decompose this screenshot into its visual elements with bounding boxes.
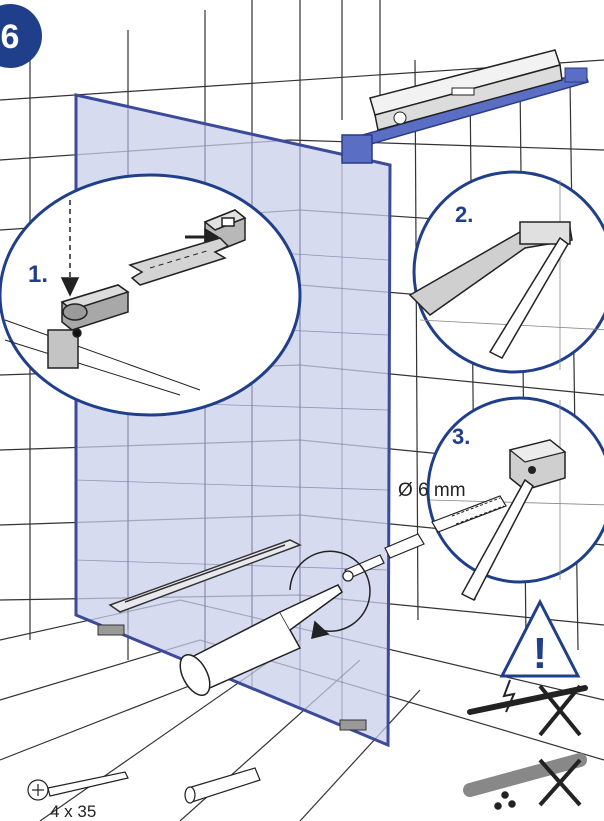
dowel-assembly <box>342 533 425 582</box>
screwdriver <box>179 550 371 696</box>
detail-1: 1. <box>0 173 302 417</box>
wall-connector <box>185 209 247 253</box>
spirit-level <box>369 49 563 131</box>
pencil-3 <box>460 478 534 602</box>
screw-icon <box>27 771 129 801</box>
step-number: 6 <box>1 18 20 56</box>
dowel-icon <box>184 767 261 804</box>
detail-2: 2. <box>408 170 604 374</box>
screw-size: 4 x 35 <box>50 802 96 821</box>
glass-clamp <box>47 200 130 369</box>
step-badge: 6 <box>0 4 42 68</box>
detail-3: 3. <box>426 396 604 602</box>
floor-bracket-left <box>97 624 125 636</box>
warning-symbol: ! <box>533 629 548 678</box>
detail-2-label: 2. <box>455 202 473 227</box>
stabilizer-bar <box>341 67 589 164</box>
bar-section <box>128 237 230 286</box>
no-drill-pipe-icon <box>463 753 587 810</box>
drill-size: Ø 6 mm <box>398 480 466 501</box>
detail-1-label: 1. <box>28 261 48 288</box>
detail-3-label: 3. <box>452 424 470 449</box>
drill-bit <box>431 495 507 533</box>
floor-bracket-right <box>339 719 367 731</box>
warning-triangle: ! <box>499 598 581 678</box>
no-drill-electric-icon <box>467 679 588 737</box>
drain-channel <box>108 539 302 613</box>
pencil <box>488 236 569 359</box>
